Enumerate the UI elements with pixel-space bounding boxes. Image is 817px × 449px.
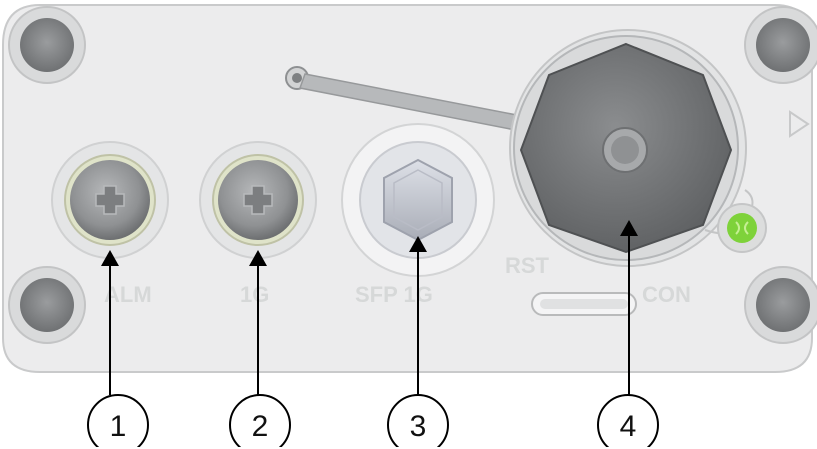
corner-screw-bottom-right	[744, 266, 817, 344]
callout-3-number: 3	[410, 410, 427, 443]
alm-label: ALM	[104, 282, 152, 307]
arrow-right-icon	[789, 110, 810, 138]
callout-line-1	[101, 250, 119, 395]
sfp-port-plug	[341, 123, 495, 277]
ge-label: 1G	[240, 282, 269, 307]
callout-4-number: 4	[620, 410, 637, 443]
con-label: CON	[642, 282, 691, 307]
corner-screw-top-left	[8, 6, 86, 84]
callout-1: 1	[87, 394, 149, 449]
callout-1-number: 1	[110, 410, 127, 443]
led-icon	[717, 203, 767, 253]
callout-4: 4	[597, 394, 659, 449]
callout-3: 3	[387, 394, 449, 449]
corner-screw-bottom-left	[8, 266, 86, 344]
callout-2-number: 2	[252, 410, 269, 443]
ge-port-screw	[199, 141, 317, 259]
corner-screw-top-right	[744, 6, 817, 84]
con-port-cap	[509, 29, 754, 267]
rst-reset-slot	[531, 292, 637, 316]
callout-line-3	[409, 236, 427, 395]
callout-line-4	[620, 220, 638, 395]
callout-2: 2	[229, 394, 291, 449]
callout-line-2	[249, 250, 267, 395]
alm-port-screw	[51, 141, 169, 259]
rst-label: RST	[505, 253, 550, 278]
sfp-label: SFP 1G	[355, 282, 433, 307]
